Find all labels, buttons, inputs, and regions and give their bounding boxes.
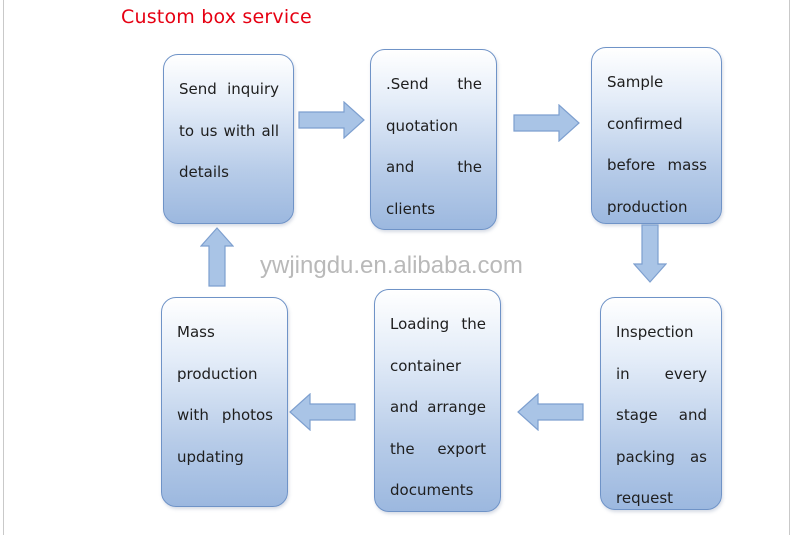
step-send-quotation: .Send the quotation and the clients [370, 49, 497, 230]
step-inspection-text: Inspection in every stage and packing as… [616, 323, 707, 507]
step-send-inquiry-text: Send inquiry to us with all details [179, 80, 279, 181]
right-arrow-icon [298, 101, 365, 139]
step-loading-container-text: Loading the container and arrange the ex… [390, 315, 486, 499]
right-frame-line [789, 0, 790, 535]
step-sample-confirmed-text: Sample confirmed before mass production [607, 73, 707, 216]
step-mass-production: Mass production with photos updating [161, 297, 288, 507]
step-loading-container: Loading the container and arrange the ex… [374, 289, 501, 512]
step-inspection: Inspection in every stage and packing as… [600, 297, 722, 510]
step-send-quotation-text: .Send the quotation and the clients [386, 75, 482, 218]
up-arrow-icon [200, 227, 234, 287]
right-arrow-icon [513, 104, 580, 142]
diagram-title: Custom box service [121, 6, 312, 28]
left-frame-line [3, 0, 4, 535]
step-sample-confirmed: Sample confirmed before mass production [591, 47, 722, 224]
step-mass-production-text: Mass production with photos updating [177, 323, 273, 466]
step-send-inquiry: Send inquiry to us with all details [163, 54, 294, 224]
watermark: ywjingdu.en.alibaba.com [260, 252, 523, 279]
left-arrow-icon [289, 393, 356, 431]
down-arrow-icon [633, 224, 667, 283]
left-arrow-icon [517, 393, 584, 431]
